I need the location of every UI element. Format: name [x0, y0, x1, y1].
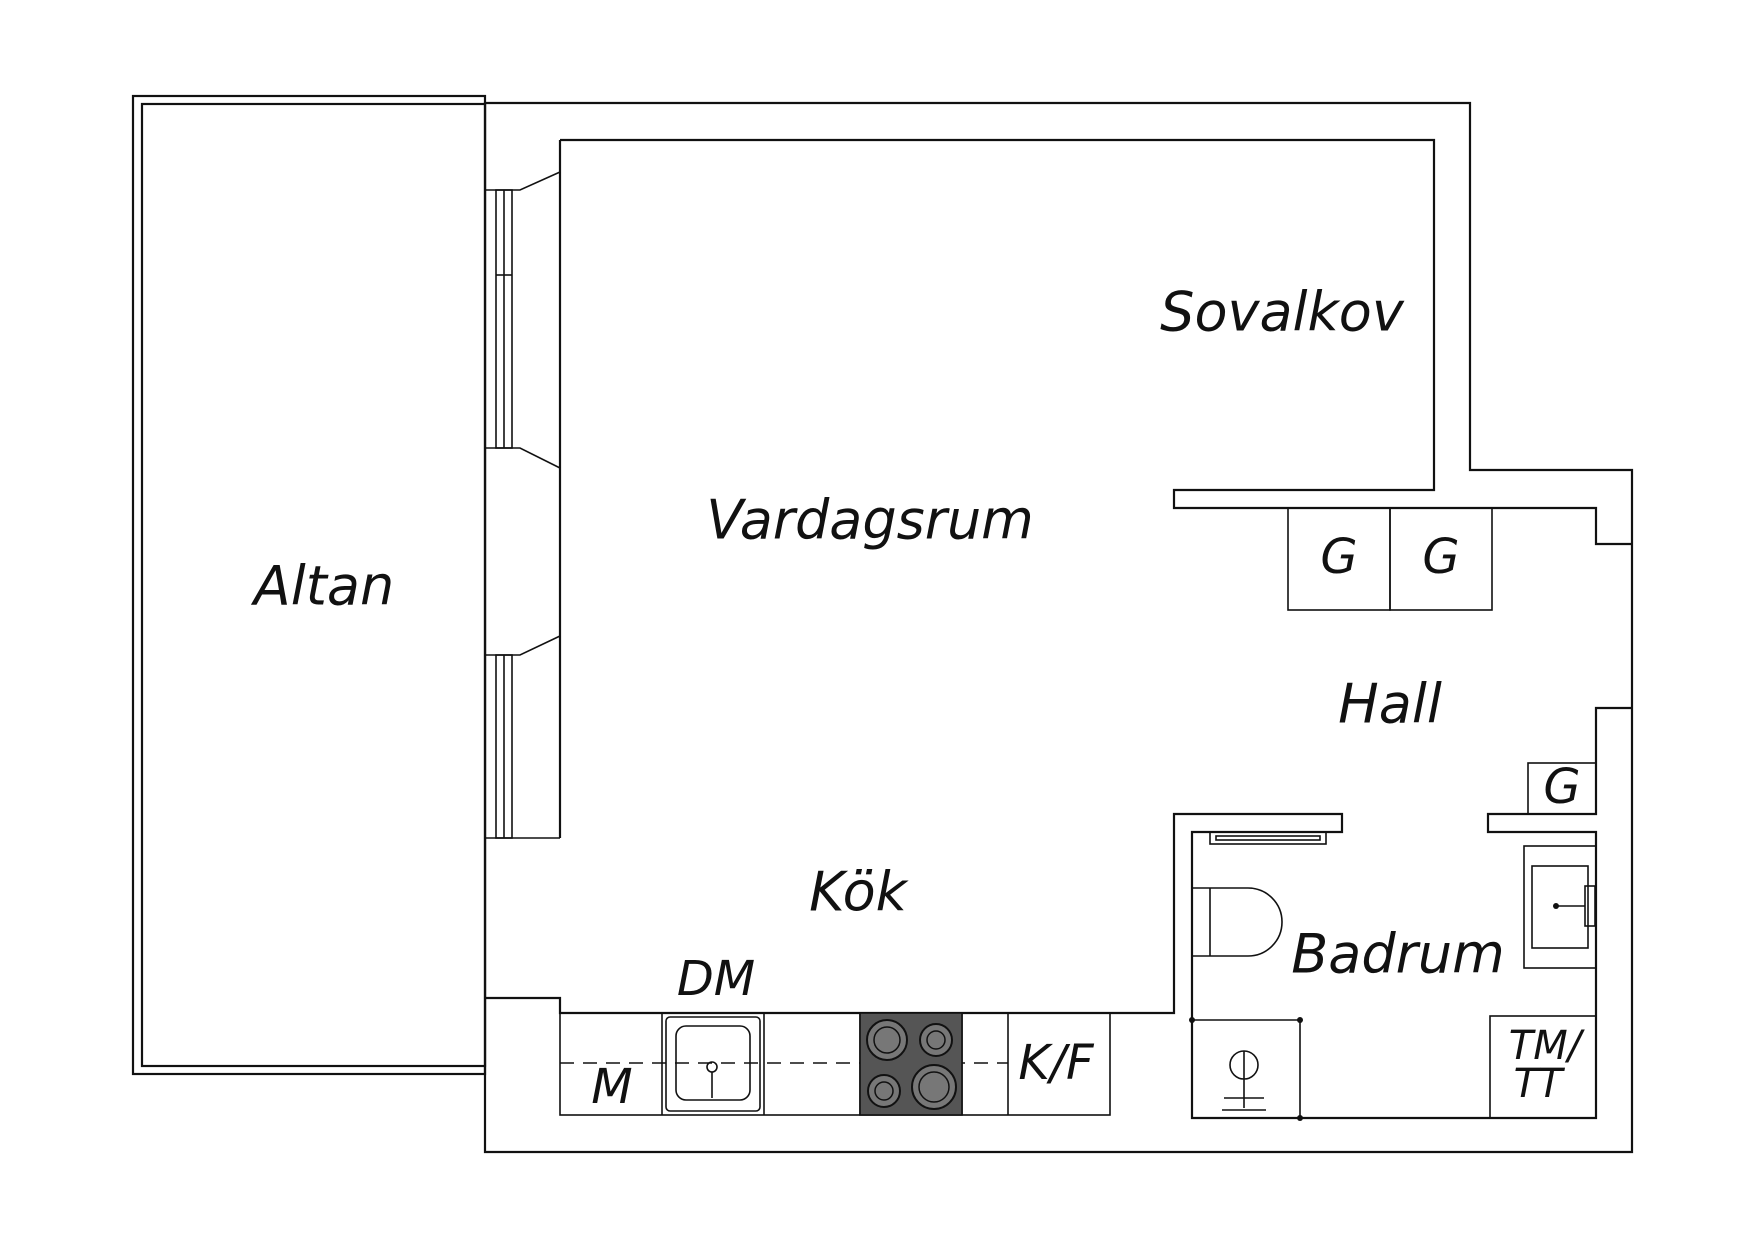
microwave-label: M [591, 1059, 632, 1115]
washer-dryer-label-line2: TT [1514, 1061, 1566, 1107]
kitchen-sink [665, 1016, 761, 1112]
wardrobe-label-3: G [1543, 759, 1580, 815]
room-label-kok: Kök [809, 861, 910, 924]
room-label-badrum: Badrum [1291, 923, 1504, 986]
wardrobe-label-2: G [1422, 529, 1459, 585]
room-label-altan: Altan [251, 555, 394, 618]
bathroom-sink [1523, 845, 1597, 969]
laundry-cabinet [1489, 1015, 1597, 1119]
room-label-sovalkov: Sovalkov [1160, 281, 1405, 344]
window-upper [485, 171, 561, 469]
wardrobe-label-1: G [1320, 529, 1357, 585]
room-label-vardagsrum: Vardagsrum [706, 489, 1034, 552]
shower [1189, 1017, 1303, 1121]
wardrobe-pair [1287, 507, 1493, 611]
outer-wall [483, 101, 1634, 1154]
room-label-hall: Hall [1338, 673, 1442, 736]
stove [859, 1012, 963, 1116]
washer-dryer-label-line1: TM/ [1509, 1023, 1586, 1069]
fridge-freezer-label: K/F [1018, 1035, 1095, 1091]
toilet [1192, 887, 1283, 957]
balcony [131, 94, 487, 1076]
window-lower [485, 635, 561, 839]
wardrobe-small [1527, 762, 1597, 815]
towel-rail [1209, 831, 1327, 845]
dishwasher-label: DM [677, 951, 755, 1007]
